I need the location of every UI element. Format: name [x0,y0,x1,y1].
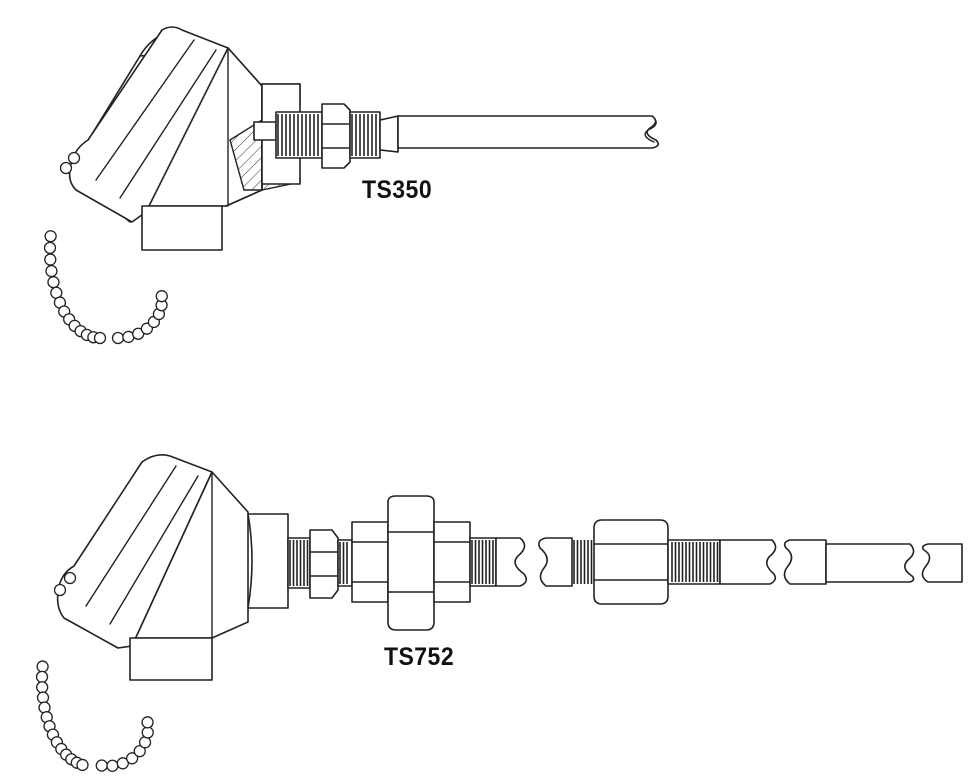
chain-bead [156,291,167,302]
chain-bead [77,759,88,770]
chain-bead [45,242,56,253]
chain-bead [113,333,124,344]
chain-bead [48,277,59,288]
chain-bead [55,585,66,596]
chain-bead [127,753,138,764]
chain-bead [45,254,56,265]
ts752-assembly [37,455,962,771]
ts350-sheath-tube [398,116,658,148]
ts350-assembly [45,27,659,344]
chain-bead [142,727,153,738]
chain-bead [134,746,145,757]
chain-bead [46,266,57,277]
chain-bead [45,231,56,242]
chain-bead [38,692,49,703]
chain-bead [96,760,107,771]
chain-bead [61,163,72,174]
chain-bead [117,758,128,769]
chain-bead [37,682,48,693]
ts752-connection-head [58,455,288,680]
chain-bead [95,333,106,344]
chain-bead [65,573,76,584]
chain-bead [69,153,80,164]
ts350-threaded-fitting [254,104,398,168]
ts752-bead-chain [37,573,154,772]
chain-bead [107,760,118,771]
ts350-bead-chain [45,153,168,344]
chain-bead [37,671,48,682]
ts752-label: TS752 [384,643,455,671]
ts350-connection-head [70,27,300,250]
chain-bead [37,661,48,672]
ts350-label: TS350 [362,176,433,204]
chain-bead [142,717,153,728]
ts752-fittings [288,496,962,630]
